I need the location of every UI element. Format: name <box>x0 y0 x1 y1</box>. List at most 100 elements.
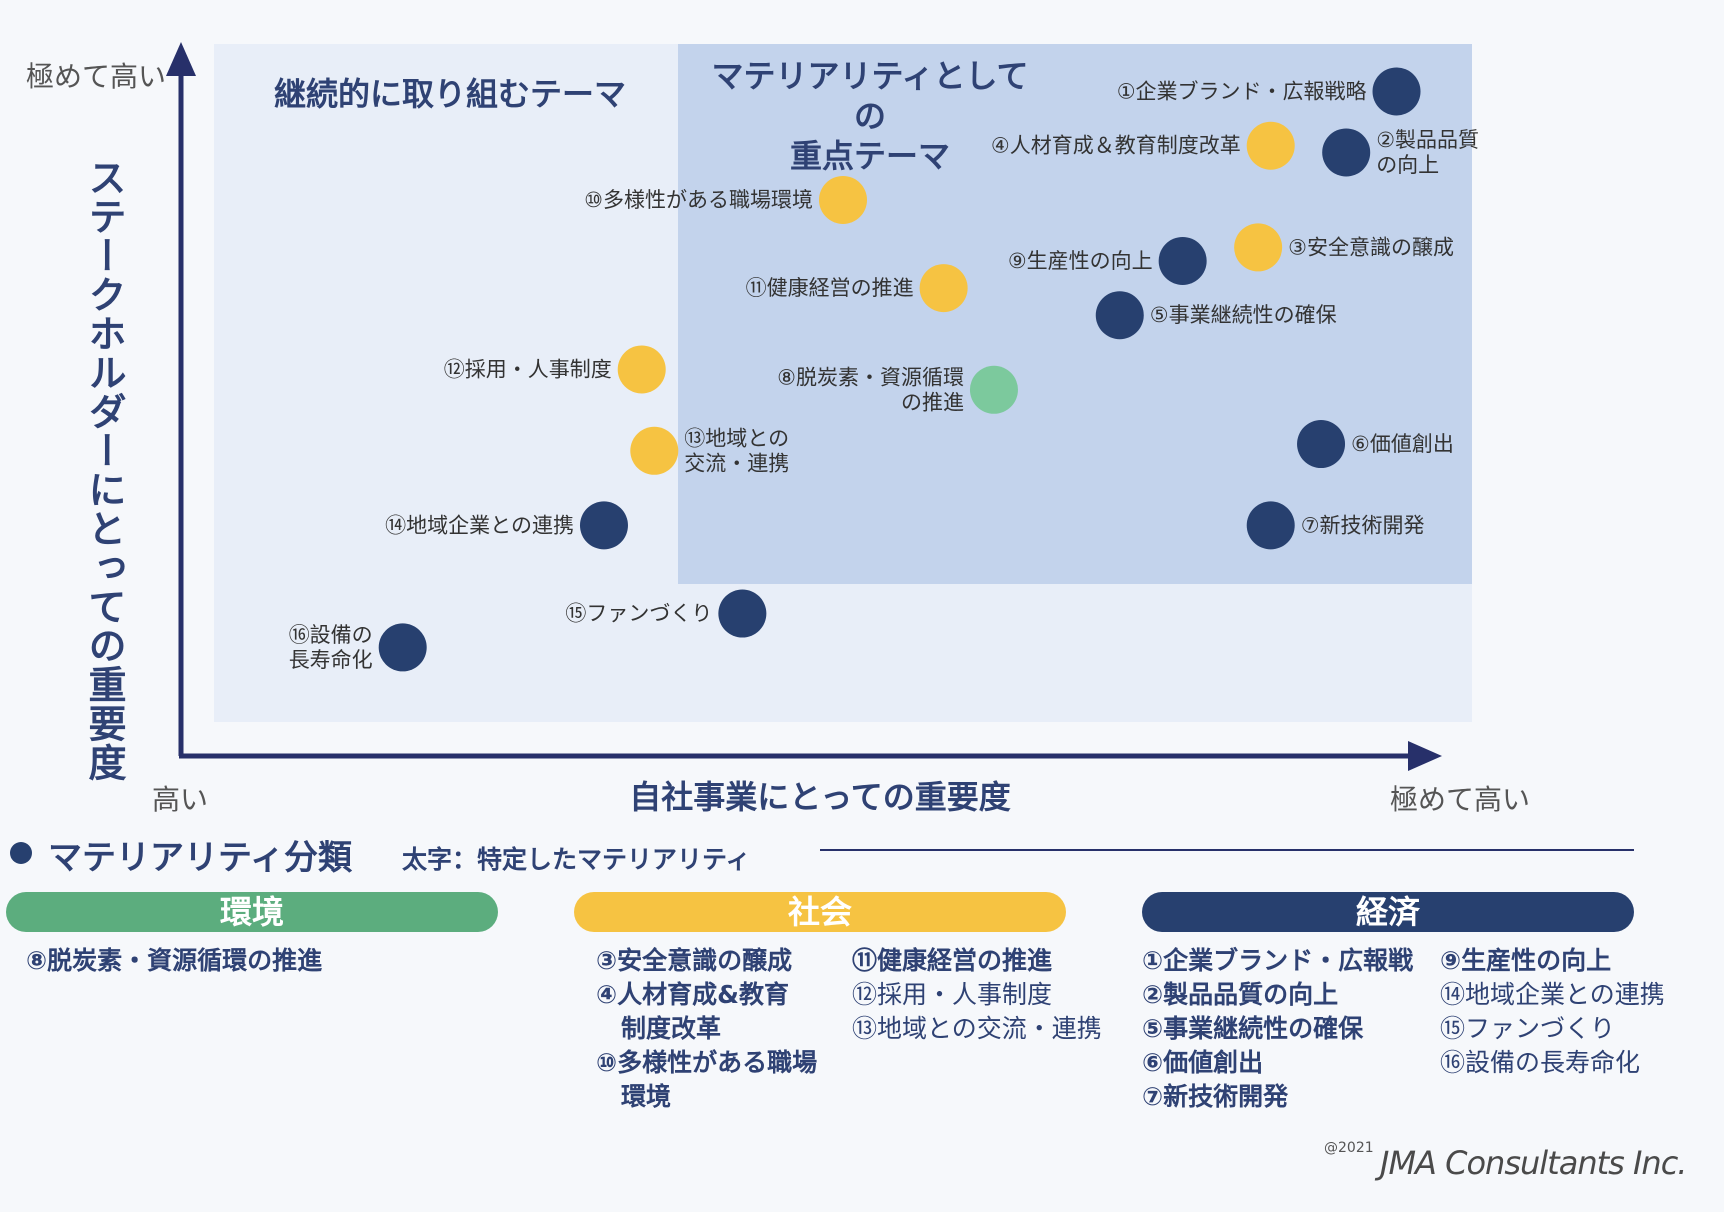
soc-list-col1: ③安全意識の醸成 ④人材育成&教育 制度改革 ⑩多様性がある職場 環境 <box>596 944 817 1114</box>
soc-item: ⑪健康経営の推進 <box>852 946 1053 975</box>
data-point-marker <box>1246 121 1295 170</box>
data-point-label: ⑪健康経営の推進 <box>746 276 914 300</box>
brand-logo: JMA Consultants Inc. <box>1380 1144 1687 1182</box>
data-point-label: ⑧脱炭素・資源循環の推進 <box>777 365 964 414</box>
eco-item: ⑤事業継続性の確保 <box>1142 1014 1364 1043</box>
eco-item: ⑯設備の長寿命化 <box>1440 1048 1641 1077</box>
data-point-marker <box>1246 501 1295 550</box>
data-point-label-line: ①企業ブランド・広報戦略 <box>1117 79 1367 103</box>
data-point-label-line: ⑧脱炭素・資源循環 <box>777 365 964 389</box>
data-point-label-line: ⑤事業継続性の確保 <box>1150 303 1337 327</box>
legend-bullet-icon <box>10 842 32 864</box>
data-point-marker <box>1297 420 1346 469</box>
data-point-label-line: ⑨生産性の向上 <box>1008 249 1153 273</box>
continuous-theme-title: 継続的に取り組むテーマ <box>273 75 626 113</box>
data-point-label: ⑨生産性の向上 <box>1008 249 1153 273</box>
data-point-label: ⑫採用・人事制度 <box>444 357 612 381</box>
eco-item: ①企業ブランド・広報戦 <box>1142 946 1414 975</box>
soc-item: 環境 <box>596 1082 672 1111</box>
data-point-label-line: ⑥価値創出 <box>1351 432 1454 456</box>
data-point-label-line: の推進 <box>901 390 964 414</box>
env-list: ⑧脱炭素・資源循環の推進 <box>26 944 322 978</box>
data-point-marker <box>1158 236 1207 285</box>
data-point: ⑤事業継続性の確保 <box>1095 291 1337 340</box>
data-point: ⑩多様性がある職場環境 <box>584 175 867 224</box>
data-point-label: ⑬地域との交流・連携 <box>684 426 789 475</box>
data-point-label: ⑤事業継続性の確保 <box>1150 303 1337 327</box>
y-axis-top-label: 極めて高い <box>26 60 167 93</box>
soc-list-col2: ⑪健康経営の推進 ⑫採用・人事制度 ⑬地域との交流・連携 <box>852 944 1102 1046</box>
y-axis-arrow <box>166 42 196 76</box>
data-point-label-line: ⑭地域企業との連携 <box>385 513 574 537</box>
data-point-label-line: ⑦新技術開発 <box>1301 513 1425 537</box>
points-layer: ①企業ブランド・広報戦略 ②製品品質の向上 ③安全意識の醸成 ④人材育成＆教育制度改革… <box>289 67 1479 672</box>
y-axis-title: ステークホルダーにとっての重要度 <box>82 158 126 782</box>
data-point-label: ⑭地域企業との連携 <box>385 513 574 537</box>
eco-category-bar: 経済 <box>1142 892 1634 932</box>
copyright: @2021 <box>1324 1140 1374 1156</box>
data-point: ⑯設備の長寿命化 <box>289 623 427 672</box>
data-point-label: ①企業ブランド・広報戦略 <box>1117 79 1367 103</box>
data-point-label: ⑦新技術開発 <box>1301 513 1425 537</box>
data-point-marker <box>969 365 1018 414</box>
legend-note: 太字：特定したマテリアリティ <box>402 845 751 874</box>
data-point-marker <box>1322 128 1371 177</box>
data-point-label-line: 長寿命化 <box>289 648 373 672</box>
eco-list-col2: ⑨生産性の向上 ⑭地域企業との連携 ⑮ファンづくり ⑯設備の長寿命化 <box>1440 944 1665 1080</box>
soc-item: ⑬地域との交流・連携 <box>852 1014 1102 1043</box>
data-point-label-line: ④人材育成＆教育制度改革 <box>991 134 1241 158</box>
eco-item: ②製品品質の向上 <box>1142 980 1339 1009</box>
data-point: ⑫採用・人事制度 <box>444 345 666 394</box>
data-point: ⑬地域との交流・連携 <box>630 426 789 475</box>
eco-item: ⑦新技術開発 <box>1142 1082 1289 1111</box>
data-point-marker <box>919 264 968 313</box>
data-point-label-line: ⑫採用・人事制度 <box>444 357 612 381</box>
data-point: ⑥価値創出 <box>1297 420 1454 469</box>
eco-list-col1: ①企業ブランド・広報戦 ②製品品質の向上 ⑤事業継続性の確保 ⑥価値創出 ⑦新技… <box>1142 944 1413 1114</box>
data-point: ②製品品質の向上 <box>1322 128 1479 177</box>
data-point: ①企業ブランド・広報戦略 <box>1117 67 1421 116</box>
data-point-marker <box>630 426 679 475</box>
data-point-label: ③安全意識の醸成 <box>1288 235 1454 259</box>
soc-item: 制度改革 <box>596 1014 722 1043</box>
data-point-label-line: ⑩多様性がある職場環境 <box>584 188 813 212</box>
data-point-marker <box>819 175 867 224</box>
data-point: ⑦新技術開発 <box>1246 501 1425 550</box>
data-point-label: ⑥価値創出 <box>1351 432 1454 456</box>
eco-item: ⑭地域企業との連携 <box>1440 980 1665 1009</box>
data-point-label-line: ⑯設備の <box>289 623 373 647</box>
data-point-label-line: ⑮ファンづくり <box>565 602 712 626</box>
x-axis-right-label: 極めて高い <box>1390 783 1531 816</box>
data-point-label-line: ③安全意識の醸成 <box>1288 235 1454 259</box>
material-theme-title: マテリアリティとしての 重点テーマ <box>700 56 1040 176</box>
x-axis-left-label: 高い <box>152 783 209 816</box>
soc-item: ⑫採用・人事制度 <box>852 980 1053 1009</box>
eco-item: ⑥価値創出 <box>1142 1048 1264 1077</box>
data-point: ⑮ファンづくり <box>565 589 767 638</box>
soc-item: ④人材育成&教育 <box>596 980 789 1009</box>
data-point: ④人材育成＆教育制度改革 <box>991 121 1295 170</box>
material-theme-title-line1: マテリアリティとしての <box>711 57 1029 135</box>
data-point: ③安全意識の醸成 <box>1234 223 1454 272</box>
data-point-marker <box>1372 67 1421 116</box>
data-point-marker <box>378 623 427 672</box>
data-point-label: ②製品品質の向上 <box>1376 128 1479 177</box>
data-point-marker <box>1234 223 1283 272</box>
data-point-label-line: 交流・連携 <box>684 451 789 475</box>
env-item: ⑧脱炭素・資源循環の推進 <box>26 946 323 975</box>
data-point-marker <box>718 589 767 638</box>
data-point-label: ⑩多様性がある職場環境 <box>584 188 813 212</box>
data-point-marker <box>579 501 628 550</box>
legend-divider <box>820 849 1634 851</box>
data-point: ⑭地域企業との連携 <box>385 501 628 550</box>
data-point: ⑨生産性の向上 <box>1008 236 1207 285</box>
data-point-marker <box>1095 291 1144 340</box>
x-axis-title: 自社事業にとっての重要度 <box>629 778 1011 816</box>
eco-item: ⑮ファンづくり <box>1440 1014 1616 1043</box>
material-theme-title-line2: 重点テーマ <box>789 137 950 175</box>
data-point-label: ④人材育成＆教育制度改革 <box>991 134 1241 158</box>
soc-category-bar: 社会 <box>574 892 1066 932</box>
legend-title: マテリアリティ分類 <box>48 838 352 878</box>
data-point-label-line: の向上 <box>1376 153 1439 177</box>
